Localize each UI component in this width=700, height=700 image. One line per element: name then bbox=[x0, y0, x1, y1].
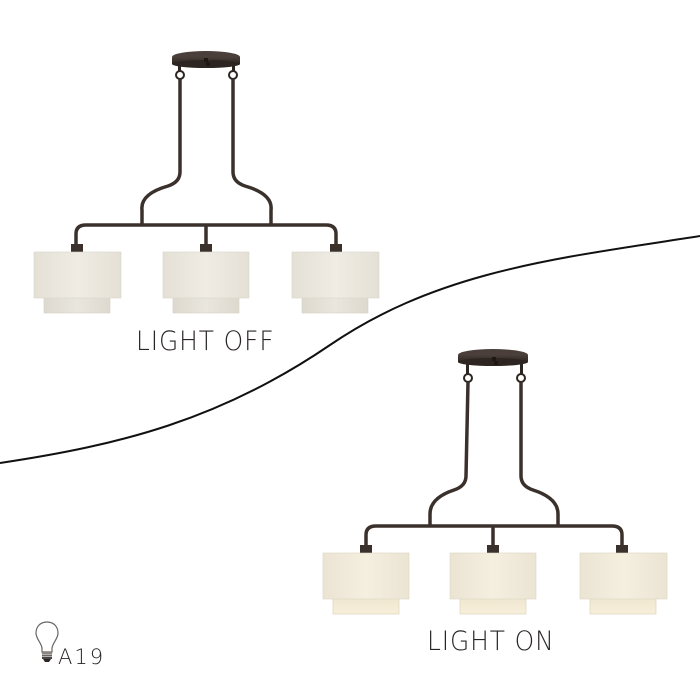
shade-on-left bbox=[322, 552, 410, 615]
lightbulb-icon bbox=[35, 621, 59, 662]
shade-on-center bbox=[449, 552, 537, 615]
shade-off-left bbox=[33, 251, 122, 314]
divider-curve bbox=[0, 235, 700, 464]
light-off-label: LIGHT OFF bbox=[136, 326, 275, 357]
shade-on-right bbox=[579, 552, 668, 615]
bulb-type-label: A19 bbox=[58, 645, 106, 669]
fixture-light-on bbox=[322, 349, 668, 615]
shade-off-right bbox=[291, 251, 380, 314]
light-on-label: LIGHT ON bbox=[427, 626, 555, 657]
fixture-light-off bbox=[33, 51, 380, 314]
shade-off-center bbox=[162, 251, 250, 314]
